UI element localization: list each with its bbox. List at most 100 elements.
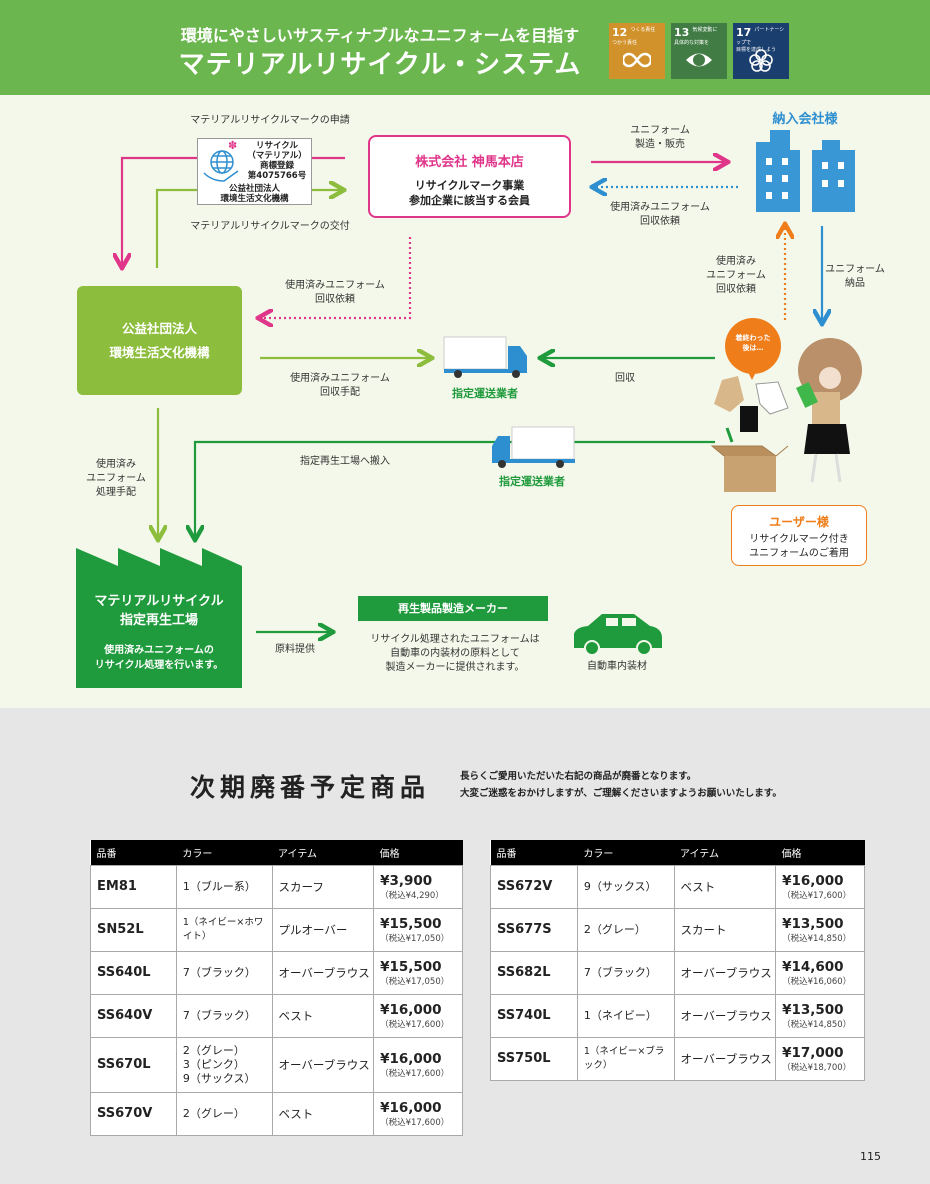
table-header: 品番カラーアイテム価格: [490, 840, 865, 865]
cell-color: 1（ネイビー）: [576, 993, 675, 1038]
header-banner: 環境にやさしいサスティナブルなユニフォームを目指す マテリアルリサイクル・システ…: [0, 0, 930, 95]
sdg-label: つくる責任 つかう責任: [612, 27, 656, 46]
arrow-mark-apply: [122, 156, 345, 266]
page-number: 115: [860, 1150, 881, 1163]
cell-color: 7（ブラック）: [175, 950, 273, 995]
price-tax-included: （税込¥17,600）: [380, 1068, 450, 1079]
price-tax-included: （税込¥16,060）: [782, 976, 852, 987]
cell-price: ¥16,000（税込¥17,600）: [373, 1036, 463, 1093]
column-header: 品番: [90, 840, 177, 865]
mark-text: （マテリアル）: [247, 151, 307, 161]
sdg-number: 12: [612, 26, 628, 39]
cell-item: ベスト: [271, 1091, 375, 1136]
to-factory-label: 指定再生工場へ搬入: [300, 456, 390, 467]
factory-title: マテリアルリサイクル 指定再生工場: [94, 594, 224, 628]
price: ¥15,500: [380, 915, 442, 932]
cardboard-box-illustration: [724, 456, 776, 492]
user-collect-request-label: 使用済み ユニフォーム 回収依頼: [706, 256, 766, 295]
user-title: ユーザー様: [769, 515, 829, 529]
factory-shape: [76, 548, 242, 688]
arrow-collect-req-mid: [260, 237, 412, 318]
mark-issue-label: マテリアルリサイクルマークの交付: [190, 221, 350, 232]
woman-illustration: [796, 338, 862, 483]
mfg-sale-label: ユニフォーム 製造・販売: [630, 125, 690, 150]
price: ¥14,600: [782, 958, 844, 975]
mark-text: 環境生活文化機構: [220, 194, 289, 204]
client-label: 納入会社様: [772, 112, 838, 127]
maker-title: 再生製品製造メーカー: [358, 596, 548, 621]
cell-code: SS672V: [490, 864, 578, 909]
cell-price: ¥13,500（税込¥14,850）: [775, 907, 865, 952]
cell-code: SS640L: [90, 950, 177, 995]
shinma-desc: リサイクルマーク事業 参加企業に該当する会員: [409, 179, 530, 207]
collect-request-label: 使用済みユニフォーム 回収依頼: [610, 202, 710, 227]
shinma-box: 株式会社 神馬本店 リサイクルマーク事業 参加企業に該当する会員: [368, 135, 571, 218]
diagram-arrows: [76, 130, 862, 688]
cell-item: オーバーブラウス: [271, 1036, 375, 1093]
factory-desc: 使用済みユニフォームの リサイクル処理を行います。: [94, 645, 224, 671]
cell-code: SS677S: [490, 907, 578, 952]
cell-color: 7（ブラック）: [175, 993, 273, 1038]
price: ¥15,500: [380, 958, 442, 975]
price-tax-included: （税込¥17,600）: [380, 1019, 450, 1030]
collect-label: 回収: [615, 373, 635, 384]
price-tax-included: （税込¥17,600）: [782, 890, 852, 901]
user-desc: リサイクルマーク付き ユニフォームのご着用: [749, 534, 849, 559]
cell-item: スカーフ: [271, 864, 375, 909]
cell-code: SS740L: [490, 993, 578, 1038]
price: ¥13,500: [782, 1001, 844, 1018]
mark-text: 商標登録: [259, 161, 294, 171]
carrier-label: 指定運送業者: [452, 387, 518, 400]
flower-icon: ✽: [228, 139, 238, 152]
cell-price: ¥16,000（税込¥17,600）: [373, 1091, 463, 1136]
cell-item: スカート: [673, 907, 777, 952]
sdg-number: 17: [736, 26, 752, 39]
price: ¥16,000: [782, 872, 844, 889]
price-tax-included: （税込¥14,850）: [782, 1019, 852, 1030]
price: ¥13,500: [782, 915, 844, 932]
shinma-name: 株式会社 神馬本店: [415, 155, 524, 170]
car-icon: [574, 614, 662, 648]
price-tax-included: （税込¥17,050）: [380, 933, 450, 944]
cell-code: SN52L: [90, 907, 177, 952]
vest-illustration: [714, 376, 744, 412]
column-header: 価格: [373, 840, 463, 865]
column-header: 品番: [490, 840, 578, 865]
buildings-icon: [756, 130, 855, 212]
mark-text: 第4075766号: [247, 171, 307, 181]
cell-color: 1（ブルー系）: [175, 864, 273, 909]
globe-hand-icon: [203, 150, 239, 182]
blouse-illustration: [755, 381, 789, 415]
header-subtitle: 環境にやさしいサスティナブルなユニフォームを目指す: [180, 26, 580, 45]
cell-price: ¥15,500（税込¥17,050）: [373, 907, 463, 952]
price: ¥3,900: [380, 872, 433, 889]
cell-price: ¥15,500（税込¥17,050）: [373, 950, 463, 995]
mark-text: リサイクル: [255, 141, 299, 151]
cell-item: オーバーブラウス: [673, 993, 777, 1038]
cell-color: 1（ネイビー×ブラック）: [576, 1036, 675, 1081]
cell-item: ベスト: [673, 864, 777, 909]
column-header: カラー: [176, 840, 273, 865]
delivery-label: ユニフォーム 納品: [825, 264, 885, 289]
arrow-mark-issue: [155, 190, 342, 268]
column-header: 価格: [775, 840, 865, 865]
column-header: アイテム: [272, 840, 374, 865]
collect-arrange-label: 使用済みユニフォーム 回収手配: [290, 373, 390, 398]
cell-price: ¥14,600（税込¥16,060）: [775, 950, 865, 995]
price: ¥16,000: [380, 1001, 442, 1018]
recycle-mark: ✽ リサイクル （マテリアル） 商標登録 第4075766号 公益社団法人 環境…: [197, 138, 312, 205]
cell-code: EM81: [90, 864, 177, 909]
user-box: ユーザー様 リサイクルマーク付き ユニフォームのご着用: [731, 505, 867, 566]
cell-code: SS682L: [490, 950, 578, 995]
